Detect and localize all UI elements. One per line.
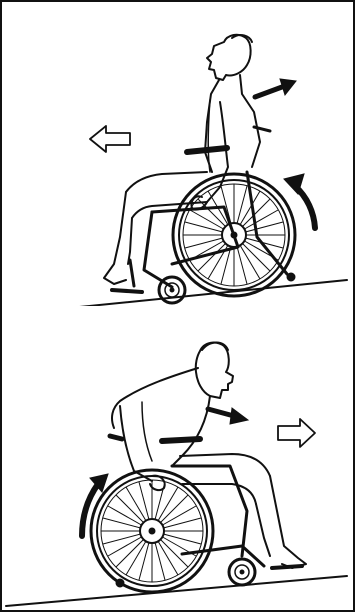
move-forward-outline-arrow-icon [278,419,315,447]
push-forward-arrow-icon [255,79,296,97]
panel-bottom [2,306,353,610]
panel-bottom-illustration [2,306,353,610]
push-forward-arrow-icon [208,408,248,424]
wheelchair-icon [91,436,302,592]
panel-top [2,2,353,306]
move-backward-outline-arrow-icon [90,126,130,152]
curved-wheel-rotation-arrow-icon [284,174,315,228]
panel-top-illustration [2,2,353,306]
